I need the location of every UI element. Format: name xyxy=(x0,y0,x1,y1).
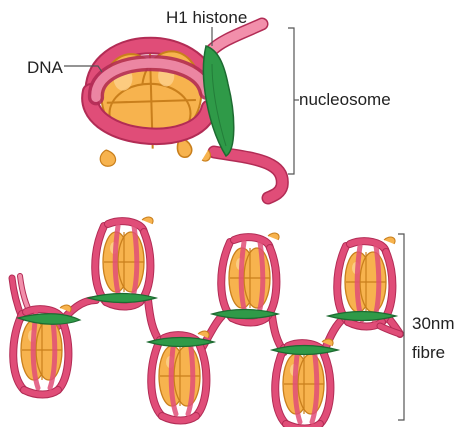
fibre-illustration xyxy=(12,217,404,427)
h1-histone-shape xyxy=(203,46,233,156)
nucleosome-core xyxy=(90,46,209,158)
nucleosome-illustration xyxy=(64,24,299,198)
fibre-label-line2: fibre xyxy=(412,343,445,363)
nucleosome-label: nucleosome xyxy=(299,90,391,110)
nucleosome-bracket xyxy=(288,28,294,174)
fibre-label-line1: 30nm xyxy=(412,314,455,334)
dna-label: DNA xyxy=(27,58,63,78)
h1-histone-label: H1 histone xyxy=(166,8,247,28)
